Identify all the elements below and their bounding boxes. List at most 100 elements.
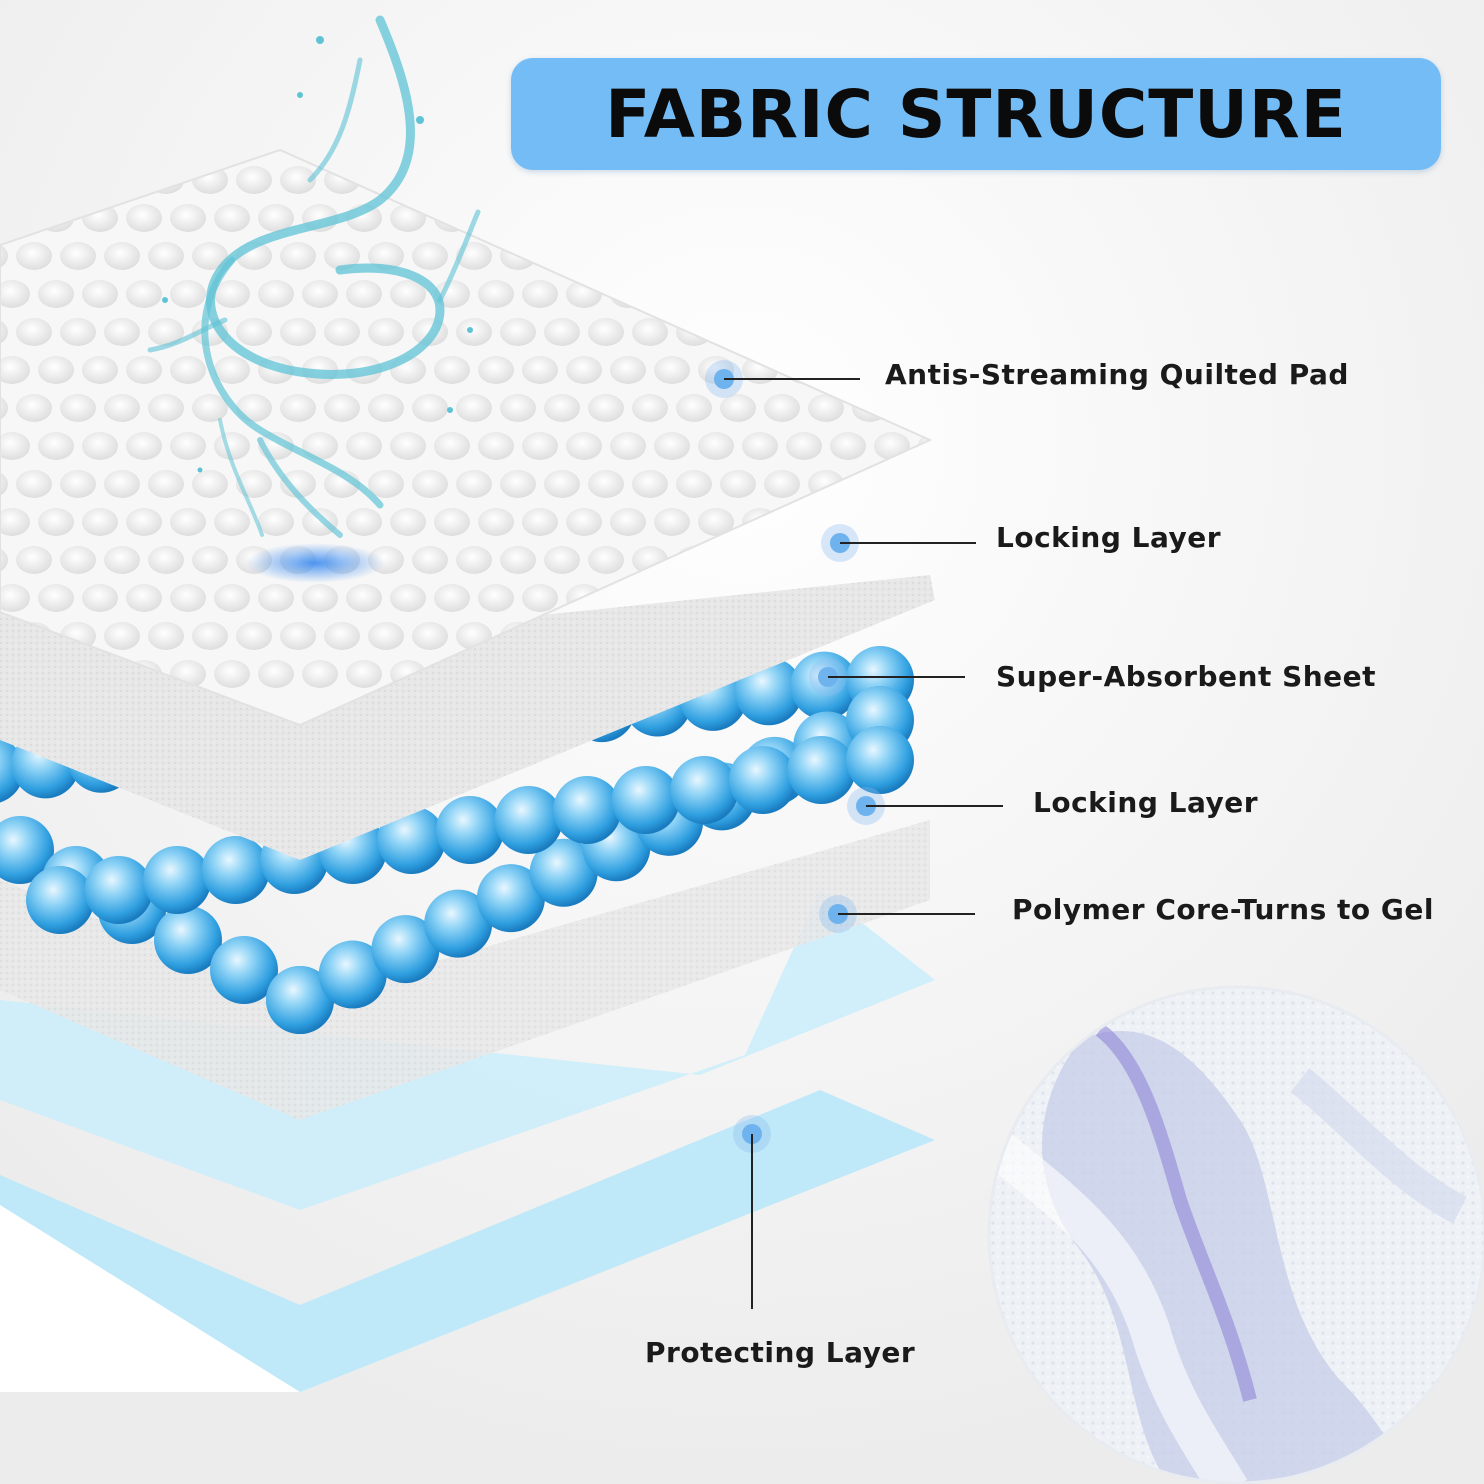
quilt-bump (170, 508, 206, 536)
leader-line (724, 378, 860, 380)
quilt-bump (500, 394, 536, 422)
quilt-bump (742, 432, 778, 460)
quilt-bump (434, 356, 470, 384)
quilt-bump (148, 394, 184, 422)
quilt-bump (60, 470, 96, 498)
polymer-bead (84, 856, 153, 924)
layer-label-protecting: Protecting Layer (645, 1336, 916, 1369)
polymer-bead (0, 816, 54, 884)
quilt-bump (0, 508, 30, 536)
quilt-bump (214, 356, 250, 384)
polymer-bead (201, 836, 270, 904)
quilt-bump (236, 318, 272, 346)
quilt-bump (82, 432, 118, 460)
quilt-bump (434, 508, 470, 536)
quilt-bump (126, 432, 162, 460)
quilt-bump (632, 394, 668, 422)
quilt-bump (214, 508, 250, 536)
quilt-bump (258, 584, 294, 612)
quilt-bump (148, 242, 184, 270)
quilt-bump (148, 318, 184, 346)
quilt-bump (478, 508, 514, 536)
quilt-bump (610, 508, 646, 536)
quilt-bump (544, 470, 580, 498)
quilt-bump (346, 280, 382, 308)
quilt-bump (148, 622, 184, 650)
quilt-bump (456, 470, 492, 498)
polymer-bead (371, 915, 440, 984)
polymer-bead (529, 838, 598, 907)
quilt-bump (412, 546, 448, 574)
quilt-bump (698, 432, 734, 460)
quilt-bump (104, 622, 140, 650)
quilt-bump (654, 508, 690, 536)
quilt-bump (214, 204, 250, 232)
water-splash-icon (147, 15, 481, 538)
quilt-bump (764, 394, 800, 422)
quilt-bump (104, 318, 140, 346)
quilt-bump (478, 280, 514, 308)
quilt-bump (478, 432, 514, 460)
quilt-bump (38, 280, 74, 308)
polymer-bead (318, 940, 387, 1009)
quilt-bump (126, 356, 162, 384)
quilt-bump (764, 470, 800, 498)
quilt-bump (192, 242, 228, 270)
polymer-bead (670, 756, 739, 824)
quilt-bump (82, 508, 118, 536)
quilt-bump (192, 394, 228, 422)
quilt-bump (632, 318, 668, 346)
quilt-bump (412, 470, 448, 498)
polymer-bead (787, 736, 856, 804)
quilt-bump (456, 394, 492, 422)
quilt-bump (434, 584, 470, 612)
quilt-bump (720, 470, 756, 498)
quilt-bump (412, 242, 448, 270)
quilt-bump (170, 204, 206, 232)
quilt-bump (280, 622, 316, 650)
quilt-bump (676, 470, 712, 498)
lower-locking-layer (0, 880, 300, 1120)
quilt-bump (544, 546, 580, 574)
quilt-bump (390, 280, 426, 308)
quilt-bump (126, 204, 162, 232)
polymer-bead (436, 796, 504, 864)
layer-label-locking-1: Locking Layer (996, 521, 1222, 554)
polymer-bead (266, 966, 334, 1034)
quilt-bump (236, 622, 272, 650)
quilt-bump (126, 508, 162, 536)
quilt-bump (38, 356, 74, 384)
quilt-bump (38, 432, 74, 460)
quilt-bump (478, 584, 514, 612)
quilt-bump (368, 242, 404, 270)
polymer-bead (210, 936, 278, 1004)
quilt-bump (280, 394, 316, 422)
quilt-bump (588, 318, 624, 346)
polymer-bead (143, 846, 212, 914)
quilt-bump (324, 318, 360, 346)
quilt-bump (346, 584, 382, 612)
quilt-bump (280, 166, 316, 194)
leader-line (751, 1134, 753, 1309)
quilt-bump (16, 318, 52, 346)
quilt-bump (214, 280, 250, 308)
quilt-bump (544, 318, 580, 346)
quilt-bump (192, 622, 228, 650)
leader-line (840, 542, 976, 544)
quilt-bump (456, 318, 492, 346)
polymer-bead (553, 776, 622, 844)
page-title: FABRIC STRUCTURE (605, 75, 1347, 153)
quilt-bump (786, 432, 822, 460)
quilt-bump (610, 356, 646, 384)
quilt-bump (104, 242, 140, 270)
quilt-bump (148, 470, 184, 498)
quilt-bump (214, 432, 250, 460)
layer-label-locking-2: Locking Layer (1033, 786, 1259, 819)
quilt-bump (522, 584, 558, 612)
quilt-bump (60, 318, 96, 346)
quilt-bump (412, 622, 448, 650)
quilt-bump (0, 584, 30, 612)
quilt-bump (346, 660, 382, 688)
quilt-bump (368, 622, 404, 650)
quilt-bump (302, 584, 338, 612)
